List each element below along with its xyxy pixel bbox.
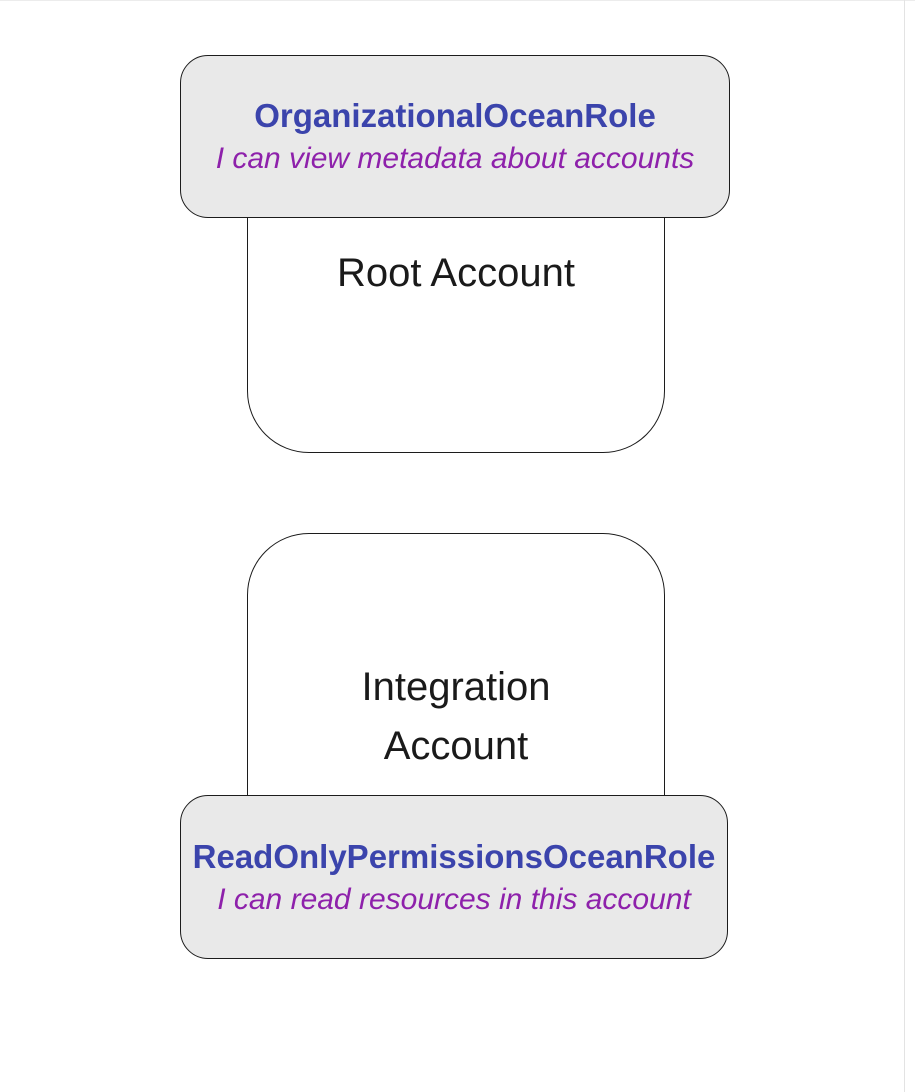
integration-account-label: Integration Account xyxy=(361,665,551,768)
organizational-ocean-role-node: OrganizationalOceanRole I can view metad… xyxy=(180,55,730,218)
readonly-permissions-ocean-role-description: I can read resources in this account xyxy=(217,882,691,916)
organizational-ocean-role-description: I can view metadata about accounts xyxy=(215,142,695,175)
organizational-ocean-role-name: OrganizationalOceanRole xyxy=(254,97,656,134)
readonly-permissions-ocean-role-node: ReadOnlyPermissionsOceanRole I can read … xyxy=(180,795,728,959)
window-right-edge-line xyxy=(904,0,905,1092)
root-account-label: Root Account xyxy=(337,250,575,295)
window-top-edge-line xyxy=(0,0,915,1)
readonly-permissions-ocean-role-name: ReadOnlyPermissionsOceanRole xyxy=(192,837,716,875)
